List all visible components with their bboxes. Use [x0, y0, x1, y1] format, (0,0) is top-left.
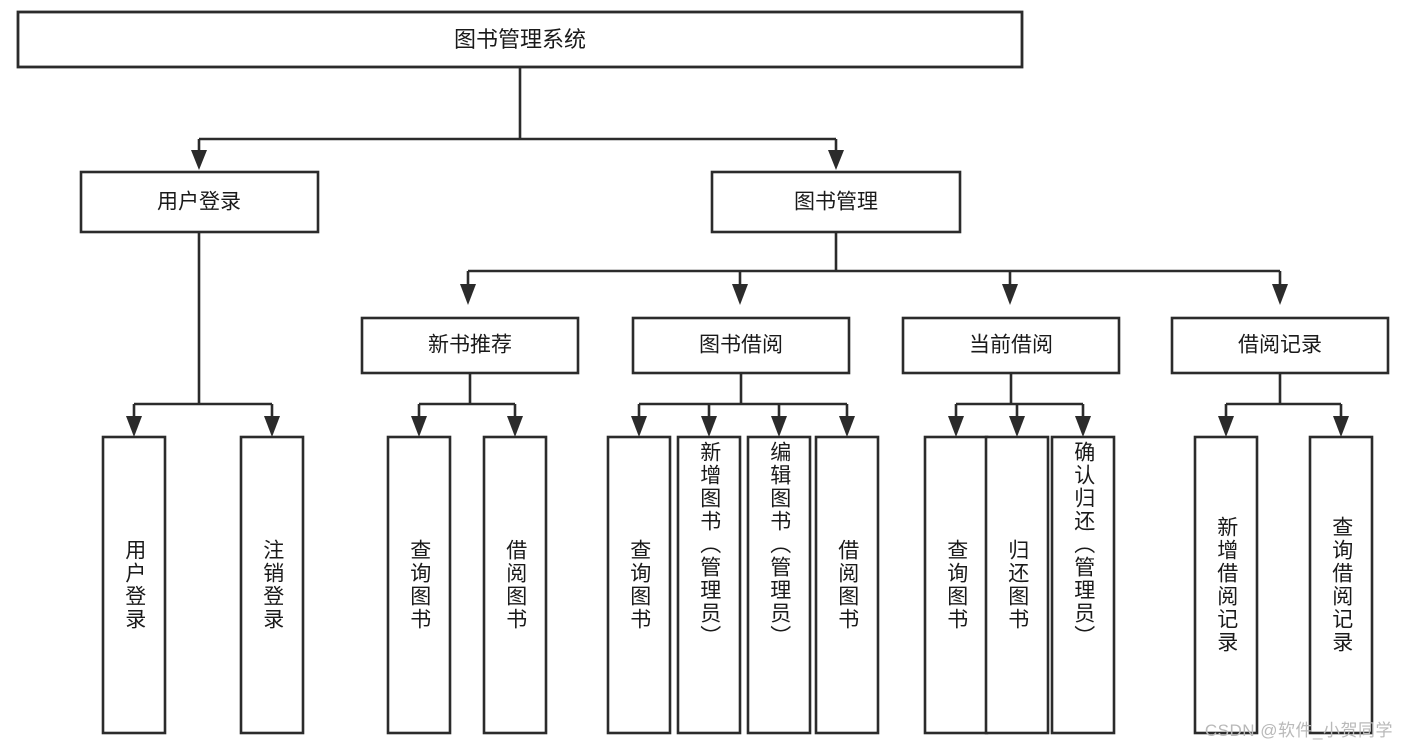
leaf-box-group — [101, 435, 1374, 735]
node-book-borrow[interactable]: 图书借阅 — [631, 316, 851, 375]
node-root-box[interactable] — [16, 10, 1024, 69]
arrowhead-leaf-bb-1 — [631, 416, 647, 437]
arrowhead-new-book-recommend — [460, 284, 476, 305]
arrowhead-leaf-bb-2 — [701, 416, 717, 437]
node-user-login-label: 用户登录 — [157, 191, 241, 214]
arrowhead-user-login — [191, 150, 207, 170]
node-current-borrow-box[interactable] — [901, 316, 1121, 375]
node-user-login-box[interactable] — [79, 170, 320, 234]
arrowhead-leaf-user-login-2 — [264, 416, 280, 437]
connector-group-new-book-recommend — [411, 373, 523, 437]
arrowhead-leaf-bb-3 — [771, 416, 787, 437]
arrowhead-current-borrow — [1002, 284, 1018, 305]
node-book-management-box[interactable] — [710, 170, 962, 234]
leaf-box-bb-4[interactable] — [814, 435, 880, 735]
node-book-management-label: 图书管理 — [794, 191, 878, 214]
arrowhead-leaf-bb-4 — [839, 416, 855, 437]
connector-group-borrow-record — [1218, 373, 1349, 437]
leaf-box-br-1[interactable] — [1193, 435, 1259, 735]
connector-group-book-borrow — [631, 373, 855, 437]
connector-group-current-borrow — [948, 373, 1091, 437]
arrowhead-leaf-nbr-1 — [411, 416, 427, 437]
arrowhead-leaf-cb-3 — [1075, 416, 1091, 437]
node-new-book-recommend[interactable]: 新书推荐 — [360, 316, 580, 375]
node-current-borrow[interactable]: 当前借阅 — [901, 316, 1121, 375]
node-book-borrow-box[interactable] — [631, 316, 851, 375]
node-book-borrow-label: 图书借阅 — [699, 334, 783, 357]
arrowhead-leaf-user-login-1 — [126, 416, 142, 437]
arrowhead-book-borrow — [732, 284, 748, 305]
arrowhead-leaf-nbr-2 — [507, 416, 523, 437]
node-new-book-recommend-label: 新书推荐 — [428, 334, 512, 357]
arrowhead-borrow-record — [1272, 284, 1288, 305]
arrowhead-leaf-cb-1 — [948, 416, 964, 437]
leaf-box-cb-3[interactable] — [1050, 435, 1116, 735]
leaf-box-nbr-1[interactable] — [386, 435, 452, 735]
leaf-box-bb-1[interactable] — [606, 435, 672, 735]
arrowhead-leaf-cb-2 — [1009, 416, 1025, 437]
node-user-login[interactable]: 用户登录 — [79, 170, 320, 234]
leaf-box-bb-3[interactable] — [746, 435, 812, 735]
node-root[interactable]: 图书管理系统 — [16, 10, 1024, 69]
leaf-box-user-login-2[interactable] — [239, 435, 305, 735]
arrowhead-leaf-br-1 — [1218, 416, 1234, 437]
leaf-box-nbr-2[interactable] — [482, 435, 548, 735]
connector-group-book-mgmt — [460, 232, 1288, 305]
connector-group-user-login — [126, 232, 280, 437]
leaf-box-bb-2[interactable] — [676, 435, 742, 735]
arrowhead-leaf-br-2 — [1333, 416, 1349, 437]
node-borrow-record[interactable]: 借阅记录 — [1170, 316, 1390, 375]
leaf-box-cb-2[interactable] — [984, 435, 1050, 735]
node-borrow-record-label: 借阅记录 — [1238, 334, 1322, 357]
leaf-box-user-login-1[interactable] — [101, 435, 167, 735]
node-book-management[interactable]: 图书管理 — [710, 170, 962, 234]
connector-group-root — [191, 67, 844, 170]
csdn-watermark: CSDN @软件_小贺同学 — [1204, 721, 1393, 740]
leaf-box-cb-1[interactable] — [923, 435, 989, 735]
arrowhead-book-mgmt — [828, 150, 844, 170]
node-borrow-record-box[interactable] — [1170, 316, 1390, 375]
node-current-borrow-label: 当前借阅 — [969, 334, 1053, 357]
leaf-box-br-2[interactable] — [1308, 435, 1374, 735]
node-new-book-recommend-box[interactable] — [360, 316, 580, 375]
node-root-label: 图书管理系统 — [454, 27, 586, 52]
